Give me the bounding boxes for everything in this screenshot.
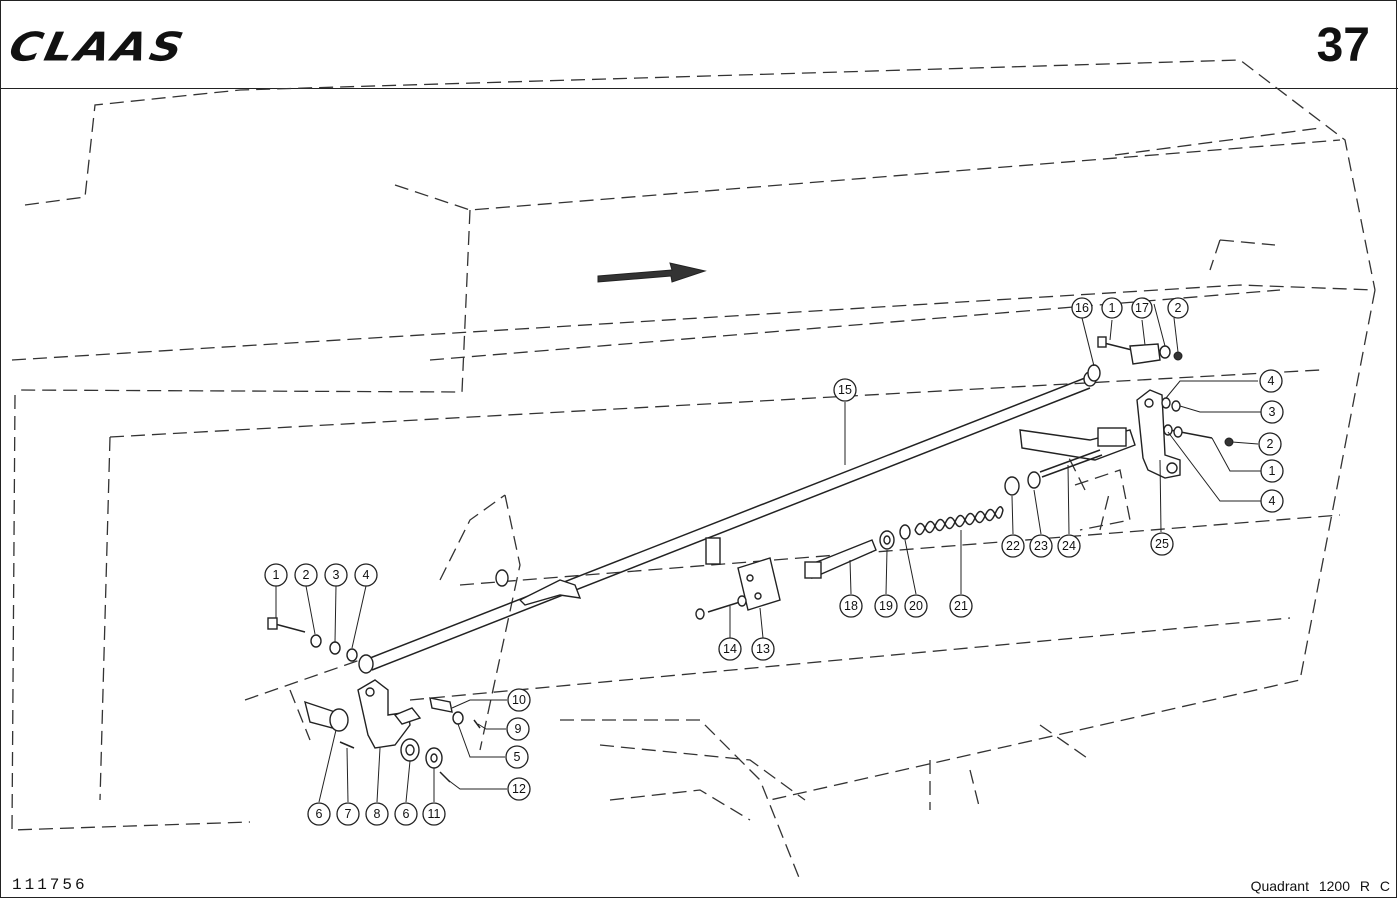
callout-4: 4 xyxy=(1259,369,1283,393)
svg-text:1: 1 xyxy=(1109,301,1116,315)
sheet-header xyxy=(0,0,1398,89)
callout-4: 4 xyxy=(1260,489,1284,513)
callout-2: 2 xyxy=(1258,432,1282,456)
svg-text:7: 7 xyxy=(345,807,352,821)
svg-text:24: 24 xyxy=(1062,539,1076,553)
callout-1: 1 xyxy=(264,563,288,587)
callout-25: 25 xyxy=(1150,532,1174,556)
callout-6: 6 xyxy=(307,802,331,826)
machine-outline xyxy=(11,59,1376,881)
callout-3: 3 xyxy=(1260,400,1284,424)
callout-10: 10 xyxy=(507,688,531,712)
callout-20: 20 xyxy=(904,594,928,618)
svg-text:25: 25 xyxy=(1155,537,1169,551)
callout-9: 9 xyxy=(506,717,530,741)
callout-17: 17 xyxy=(1131,297,1153,319)
svg-text:18: 18 xyxy=(844,599,858,613)
callout-1: 1 xyxy=(1101,297,1123,319)
svg-text:3: 3 xyxy=(1269,405,1276,419)
callout-2: 2 xyxy=(1167,297,1189,319)
callout-22: 22 xyxy=(1001,534,1025,558)
callout-11: 11 xyxy=(422,802,446,826)
svg-text:2: 2 xyxy=(1267,437,1274,451)
svg-text:11: 11 xyxy=(428,807,441,821)
callout-23: 23 xyxy=(1029,534,1053,558)
svg-text:9: 9 xyxy=(515,722,522,736)
svg-text:17: 17 xyxy=(1135,301,1149,315)
callout-8: 8 xyxy=(365,802,389,826)
leader-lines xyxy=(275,303,1261,803)
svg-text:6: 6 xyxy=(316,807,323,821)
svg-text:2: 2 xyxy=(1175,301,1182,315)
callout-16: 16 xyxy=(1071,297,1093,319)
direction-arrow-icon xyxy=(597,262,707,283)
svg-text:23: 23 xyxy=(1034,539,1048,553)
svg-text:16: 16 xyxy=(1075,301,1089,315)
svg-text:10: 10 xyxy=(512,693,526,707)
svg-text:4: 4 xyxy=(1269,494,1276,508)
svg-text:14: 14 xyxy=(723,642,737,656)
callout-2: 2 xyxy=(294,563,318,587)
callout-21: 21 xyxy=(949,594,973,618)
svg-text:1: 1 xyxy=(273,568,280,582)
svg-text:13: 13 xyxy=(756,642,770,656)
callout-18: 18 xyxy=(839,594,863,618)
callout-5: 5 xyxy=(505,745,529,769)
callout-19: 19 xyxy=(874,594,898,618)
left-linkage xyxy=(267,569,509,783)
callout-7: 7 xyxy=(336,802,360,826)
svg-text:6: 6 xyxy=(403,807,410,821)
svg-text:1: 1 xyxy=(1269,464,1276,478)
callout-15: 15 xyxy=(833,378,857,402)
callout-1: 1 xyxy=(1260,459,1284,483)
callout-13: 13 xyxy=(751,637,775,661)
svg-text:19: 19 xyxy=(879,599,893,613)
svg-text:4: 4 xyxy=(1268,374,1275,388)
svg-text:20: 20 xyxy=(909,599,923,613)
callout-14: 14 xyxy=(718,637,742,661)
shaft-assembly xyxy=(358,371,1097,674)
svg-text:5: 5 xyxy=(514,750,521,764)
callout-6: 6 xyxy=(394,802,418,826)
svg-text:2: 2 xyxy=(303,568,310,582)
drawing-number: 111756 xyxy=(12,876,88,894)
callout-24: 24 xyxy=(1057,534,1081,558)
right-linkage xyxy=(695,336,1234,620)
svg-text:4: 4 xyxy=(363,568,370,582)
callout-12: 12 xyxy=(507,777,531,801)
callout-3: 3 xyxy=(324,563,348,587)
callout-4: 4 xyxy=(354,563,378,587)
page-number: 37 xyxy=(1316,19,1370,72)
svg-text:8: 8 xyxy=(374,807,381,821)
spring-icon xyxy=(914,506,1004,536)
svg-text:21: 21 xyxy=(954,599,968,613)
svg-text:12: 12 xyxy=(512,782,526,796)
svg-text:3: 3 xyxy=(333,568,340,582)
svg-text:22: 22 xyxy=(1006,539,1020,553)
svg-text:15: 15 xyxy=(838,383,852,397)
model-name: Quadrant 1200 R C xyxy=(1250,878,1390,894)
